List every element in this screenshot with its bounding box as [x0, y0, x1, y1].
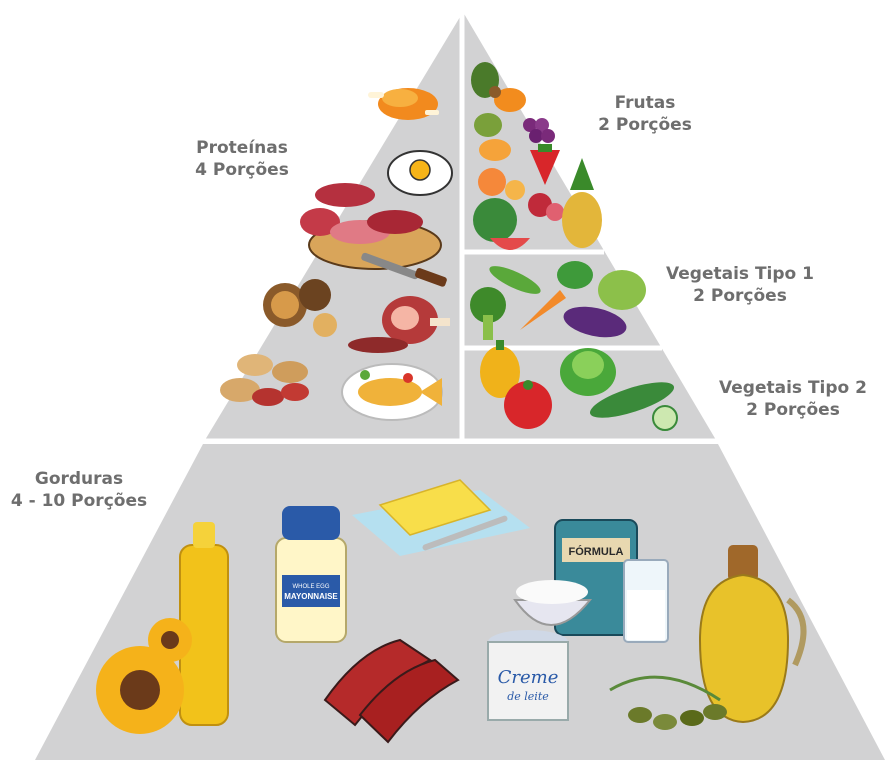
cream-can-icon: Creme de leite: [488, 630, 568, 720]
roast-chicken-icon: [368, 88, 439, 120]
section-portions: 2 Porções: [660, 285, 820, 307]
section-title: Gorduras: [4, 468, 154, 490]
pineapple-icon: [562, 158, 602, 248]
milk-glass-icon: [624, 560, 668, 642]
section-title: Vegetais Tipo 2: [708, 377, 878, 399]
mayonnaise-label-line1: WHOLE EGG: [292, 584, 329, 590]
cream-can-label-line1: Creme: [498, 667, 559, 688]
label-frutas: Frutas 2 Porções: [590, 92, 700, 136]
mayonnaise-label-line2: MAYONNAISE: [284, 592, 338, 601]
cream-can-label-line2: de leite: [507, 690, 549, 703]
label-proteinas: Proteínas 4 Porções: [187, 137, 297, 181]
label-vegetais1: Vegetais Tipo 1 2 Porções: [660, 263, 820, 307]
fried-egg-icon: [388, 151, 452, 195]
section-portions: 4 Porções: [187, 159, 297, 181]
oil-bottle-icon: [180, 522, 228, 725]
section-title: Frutas: [590, 92, 700, 114]
section-title: Vegetais Tipo 1: [660, 263, 820, 285]
section-portions: 4 - 10 Porções: [4, 490, 154, 512]
lettuce-icon: [560, 348, 616, 396]
section-portions: 2 Porções: [590, 114, 700, 136]
formula-can-label: FÓRMULA: [569, 545, 624, 558]
lettuce-leaf-icon: [557, 261, 593, 289]
chayote-icon: [598, 270, 646, 310]
label-gorduras: Gorduras 4 - 10 Porções: [4, 468, 154, 512]
section-portions: 2 Porções: [708, 399, 878, 421]
mayonnaise-jar-icon: WHOLE EGG MAYONNAISE: [276, 506, 346, 642]
fish-dish-icon: [342, 364, 442, 420]
label-vegetais2: Vegetais Tipo 2 2 Porções: [708, 377, 878, 421]
section-title: Proteínas: [187, 137, 297, 159]
